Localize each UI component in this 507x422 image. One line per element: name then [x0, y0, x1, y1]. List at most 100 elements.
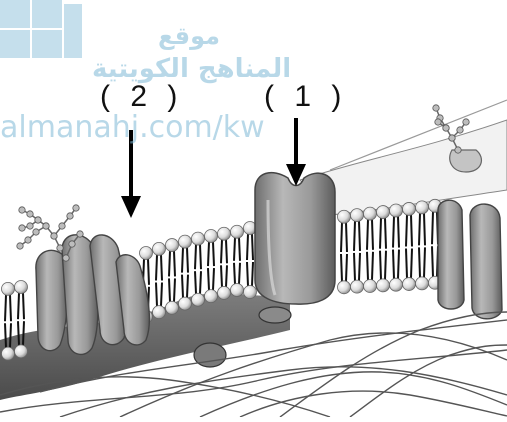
label-1: ( 1 ) [264, 80, 347, 114]
lipid-head [244, 286, 257, 299]
lipid-head [403, 278, 416, 291]
lipid-tail [208, 242, 209, 266]
lipid-tail [341, 254, 342, 281]
lipid-head [364, 207, 377, 220]
lipid-tail [187, 248, 188, 273]
lipid-head [2, 347, 15, 360]
lipid-tail [252, 234, 253, 260]
watermark-arabic-line1: موقع [158, 22, 220, 50]
lipid-tail [200, 245, 201, 270]
sugar-bead [17, 243, 23, 249]
lipid-tail [432, 246, 433, 276]
sugar-bead [25, 237, 31, 243]
lipid-head [153, 242, 166, 255]
lipid-head [390, 204, 403, 217]
lipid-head [351, 209, 364, 222]
lipid-head [179, 235, 192, 248]
sugar-bead [19, 207, 25, 213]
lipid-tail [341, 223, 342, 252]
lipid-tail [213, 242, 214, 266]
lipid-head [338, 281, 351, 294]
lipid-head [192, 232, 205, 245]
lipid-tail [367, 252, 368, 280]
integral-protein-right [438, 200, 502, 319]
lipid-head [218, 227, 231, 240]
lipid-tail [367, 220, 368, 250]
sugar-bead [51, 233, 57, 239]
lipid-tail [239, 238, 240, 261]
sugar-bead [27, 223, 33, 229]
sugar-bead [19, 225, 25, 231]
lipid-tail [354, 253, 355, 281]
lipid-tail [174, 251, 175, 276]
lipid-tail [354, 221, 355, 251]
lipid-head [351, 280, 364, 293]
lipid-tail [221, 240, 222, 264]
lipid-tail [18, 321, 19, 345]
watermark-logo [0, 0, 82, 58]
lipid-tail [385, 218, 386, 249]
lipid-head [364, 280, 377, 293]
sugar-bead [449, 135, 455, 141]
lipid-tail [169, 278, 170, 301]
lipid-tail [226, 240, 227, 264]
lipid-tail [385, 251, 386, 280]
arrow-1 [286, 118, 306, 186]
sugar-bead [73, 205, 79, 211]
watermark-url: almanahj.com/kw [0, 110, 265, 145]
lipid-tail [252, 262, 253, 286]
lipid-tail [359, 253, 360, 281]
lipid-tail [5, 295, 6, 321]
lipid-tail [432, 212, 433, 244]
cytoskeleton-fiber [350, 345, 507, 417]
lipid-tail [411, 215, 412, 247]
lipid-head [205, 290, 218, 303]
sugar-bead [435, 119, 441, 125]
cytoskeleton-fiber [60, 367, 507, 417]
lipid-tail [346, 223, 347, 252]
lipid-tail [346, 254, 347, 281]
channel-protein [255, 173, 335, 304]
lipid-tail [187, 275, 188, 298]
lipid-head [153, 306, 166, 319]
lipid-head [179, 297, 192, 310]
lipid-head [15, 345, 28, 358]
sugar-bead [63, 255, 69, 261]
lipid-tail [424, 213, 425, 245]
lipid-tail [23, 293, 24, 319]
lipid-head [140, 247, 153, 260]
lipid-tail [182, 275, 183, 298]
lipid-tail [359, 221, 360, 251]
sugar-bead [59, 223, 65, 229]
lipid-tail [398, 216, 399, 247]
lipid-head [2, 282, 15, 295]
lipid-tail [161, 283, 162, 307]
lipid-head [192, 293, 205, 306]
lipid-head [166, 301, 179, 314]
lipid-tail [208, 268, 209, 290]
lipid-tail [226, 265, 227, 287]
lipid-tail [182, 248, 183, 273]
lipid-tail [10, 295, 11, 321]
sugar-bead [433, 105, 439, 111]
lipid-head [416, 201, 429, 214]
cytoskeleton-fiber [240, 391, 507, 417]
lipid-tail [10, 323, 11, 347]
lipid-tail [169, 251, 170, 276]
lipid-tail [411, 248, 412, 278]
lipid-head [231, 283, 244, 296]
cytoskeleton-fiber [280, 312, 507, 417]
sugar-bead [457, 127, 463, 133]
lipid-tail [406, 248, 407, 278]
lipid-tail [5, 323, 6, 347]
sugar-bead [463, 119, 469, 125]
lipid-tail [200, 271, 201, 294]
lipid-tail [419, 247, 420, 277]
lipid-tail [372, 220, 373, 250]
lipid-head [403, 202, 416, 215]
multi-pass-protein [36, 235, 150, 355]
lipid-tail [239, 263, 240, 284]
lipid-tail [213, 268, 214, 290]
sugar-bead [67, 213, 73, 219]
